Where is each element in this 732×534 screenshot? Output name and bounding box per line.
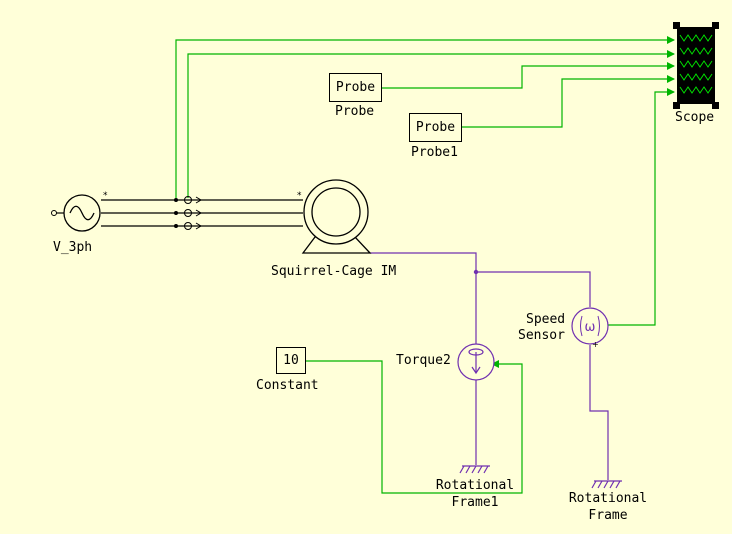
scope-icon[interactable] <box>673 22 719 109</box>
signal-wires <box>175 36 675 494</box>
speed-sensor-label-2: Sensor <box>518 328 565 343</box>
probe1-label: Probe1 <box>411 145 458 160</box>
power-wires <box>56 199 303 227</box>
voltage-source-icon[interactable] <box>51 194 101 232</box>
torque-label: Torque2 <box>396 353 451 368</box>
svg-text:*: * <box>103 191 108 201</box>
wire-current-b-to-scope[interactable] <box>187 50 675 198</box>
svg-text:*: * <box>297 191 302 201</box>
v3ph-label: V_3ph <box>53 240 93 255</box>
wire-current-a-to-scope[interactable] <box>175 36 675 198</box>
shaft-wire[interactable] <box>370 252 591 307</box>
junction-shaft <box>473 269 479 275</box>
probe-block[interactable]: Probe <box>329 73 382 102</box>
wire-constant-to-torque[interactable] <box>306 360 523 494</box>
torque-source-icon[interactable] <box>457 343 495 381</box>
speed-sensor-label-1: Speed <box>526 312 566 327</box>
rot-frame1-label-1: Rotational <box>435 478 515 493</box>
svg-text:+: + <box>592 340 599 349</box>
wire-speed-to-scope[interactable] <box>606 88 675 326</box>
speed-sensor-icon[interactable]: ω + <box>571 307 609 349</box>
rot-frame-label-1: Rotational <box>568 491 648 506</box>
rot-frame1-label-2: Frame1 <box>451 495 499 510</box>
wire-probe-to-scope[interactable] <box>382 62 675 89</box>
rot-frame-label-2: Frame <box>588 508 628 523</box>
scope-label: Scope <box>675 110 715 125</box>
probe-label: Probe <box>335 104 375 119</box>
induction-motor-icon[interactable] <box>301 179 372 254</box>
current-sensors[interactable] <box>184 196 202 230</box>
constant-label: Constant <box>256 378 319 393</box>
wire-probe1-to-scope[interactable] <box>462 75 675 128</box>
probe1-block[interactable]: Probe <box>409 113 462 142</box>
speed-to-ground[interactable] <box>589 345 609 480</box>
omega-symbol: ω <box>585 320 596 335</box>
ground-icon-1[interactable] <box>459 465 490 474</box>
ground-icon-2[interactable] <box>591 480 622 489</box>
motor-label: Squirrel-Cage IM <box>271 264 397 279</box>
constant-block[interactable]: 10 <box>276 347 306 374</box>
